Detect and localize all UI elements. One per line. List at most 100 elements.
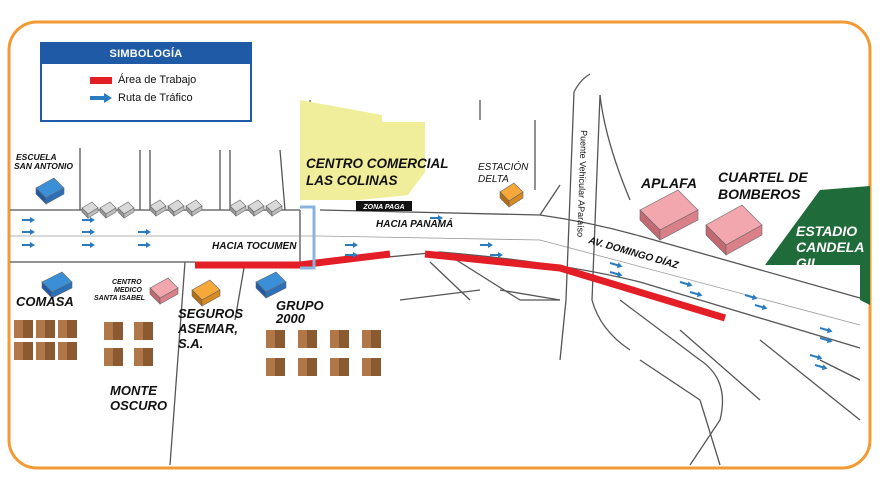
house-left [362, 330, 371, 348]
wall-right [87, 207, 99, 219]
house-left [134, 322, 143, 340]
stadium-area [765, 186, 870, 305]
traffic-arrow-icon [809, 354, 823, 361]
arrow-head [696, 291, 703, 298]
grey-building [247, 199, 265, 217]
label-hacia-tocumen: HACIA TOCUMEN [212, 241, 297, 252]
label-puente: Puente Vehicular AParaíso [575, 130, 589, 237]
house [330, 330, 349, 348]
grey-building [99, 201, 117, 219]
house-left [58, 342, 67, 360]
house-left [14, 342, 23, 360]
label-comasa: COMASA [16, 294, 74, 309]
house-right [143, 348, 153, 366]
arrow-shaft [754, 304, 764, 309]
traffic-arrow-icon [679, 281, 693, 288]
house-left [104, 348, 113, 366]
arrow-shaft [819, 327, 829, 332]
traffic-arrow-icon [22, 242, 35, 248]
arrow-head [90, 229, 95, 235]
house-left [362, 358, 371, 376]
buildings [35, 177, 763, 307]
house-left [266, 330, 275, 348]
arrow-shaft [138, 244, 147, 246]
arrow-shaft [82, 219, 91, 221]
house [266, 358, 285, 376]
traffic-arrow-icon [22, 229, 35, 235]
seguros-building [191, 279, 221, 307]
arrow-head [488, 242, 493, 248]
house-right [275, 330, 285, 348]
arrow-head [90, 242, 95, 248]
pedestrian-bridge [300, 205, 316, 270]
grey-building [81, 201, 99, 219]
grey-building [117, 201, 135, 219]
house [36, 342, 55, 360]
traffic-arrow-icon [814, 364, 828, 371]
traffic-arrow-icon [82, 217, 95, 223]
legend-traffic-label: Ruta de Tráfico [118, 92, 193, 104]
wall-right [123, 207, 135, 219]
legend-row-work-area: Área de Trabajo [90, 74, 196, 86]
grupo-2000-building [255, 271, 287, 299]
wall-right [235, 205, 247, 217]
legend-row-traffic: Ruta de Tráfico [90, 92, 193, 104]
estacion-building [499, 182, 524, 208]
arrow-shaft [430, 217, 439, 219]
arrow-head [751, 294, 758, 301]
house [266, 330, 285, 348]
wall-right [105, 207, 117, 219]
arrow-shaft [609, 262, 619, 267]
arrow-head [30, 242, 35, 248]
house-right [339, 358, 349, 376]
traffic-arrow-icon [609, 262, 623, 269]
grey-building [167, 199, 185, 217]
house-left [266, 358, 275, 376]
cuartel-building [705, 204, 763, 256]
label-hacia-panama: HACIA PANAMÁ [376, 217, 453, 230]
traffic-arrow-icon [138, 229, 151, 235]
traffic-arrow-icon [819, 337, 833, 344]
wall-right [271, 205, 283, 217]
arrow-head [498, 252, 503, 258]
house-right [67, 342, 77, 360]
grey-building [265, 199, 283, 217]
house-right [143, 322, 153, 340]
comasa-building [41, 271, 73, 299]
arrow-shaft [138, 231, 147, 233]
traffic-arrow-icon [609, 271, 623, 278]
traffic-arrow-icon [345, 242, 358, 248]
arrow-icon [90, 93, 112, 103]
legend-work-area-label: Área de Trabajo [118, 74, 197, 86]
house [298, 358, 317, 376]
house [134, 348, 153, 366]
grey-building [149, 199, 167, 217]
house [134, 322, 153, 340]
arrow-head [616, 262, 623, 269]
house-left [298, 358, 307, 376]
work-area-swatch [90, 76, 112, 84]
arrow-shaft [490, 254, 499, 256]
house-left [298, 330, 307, 348]
arrow-head [90, 217, 95, 223]
arrow-shaft [819, 337, 829, 342]
arrow-head [761, 304, 768, 311]
arrow-shaft [22, 244, 31, 246]
house [36, 320, 55, 338]
arrow-head [686, 281, 693, 288]
house-right [67, 320, 77, 338]
arrow-head [353, 252, 358, 258]
wall-right [45, 187, 65, 205]
house [58, 342, 77, 360]
arrow-head [146, 229, 151, 235]
house-right [113, 322, 123, 340]
house-left [104, 322, 113, 340]
traffic-arrow-icon [82, 229, 95, 235]
arrow-head [438, 215, 443, 221]
work-area-line [195, 250, 727, 322]
house-left [36, 320, 45, 338]
